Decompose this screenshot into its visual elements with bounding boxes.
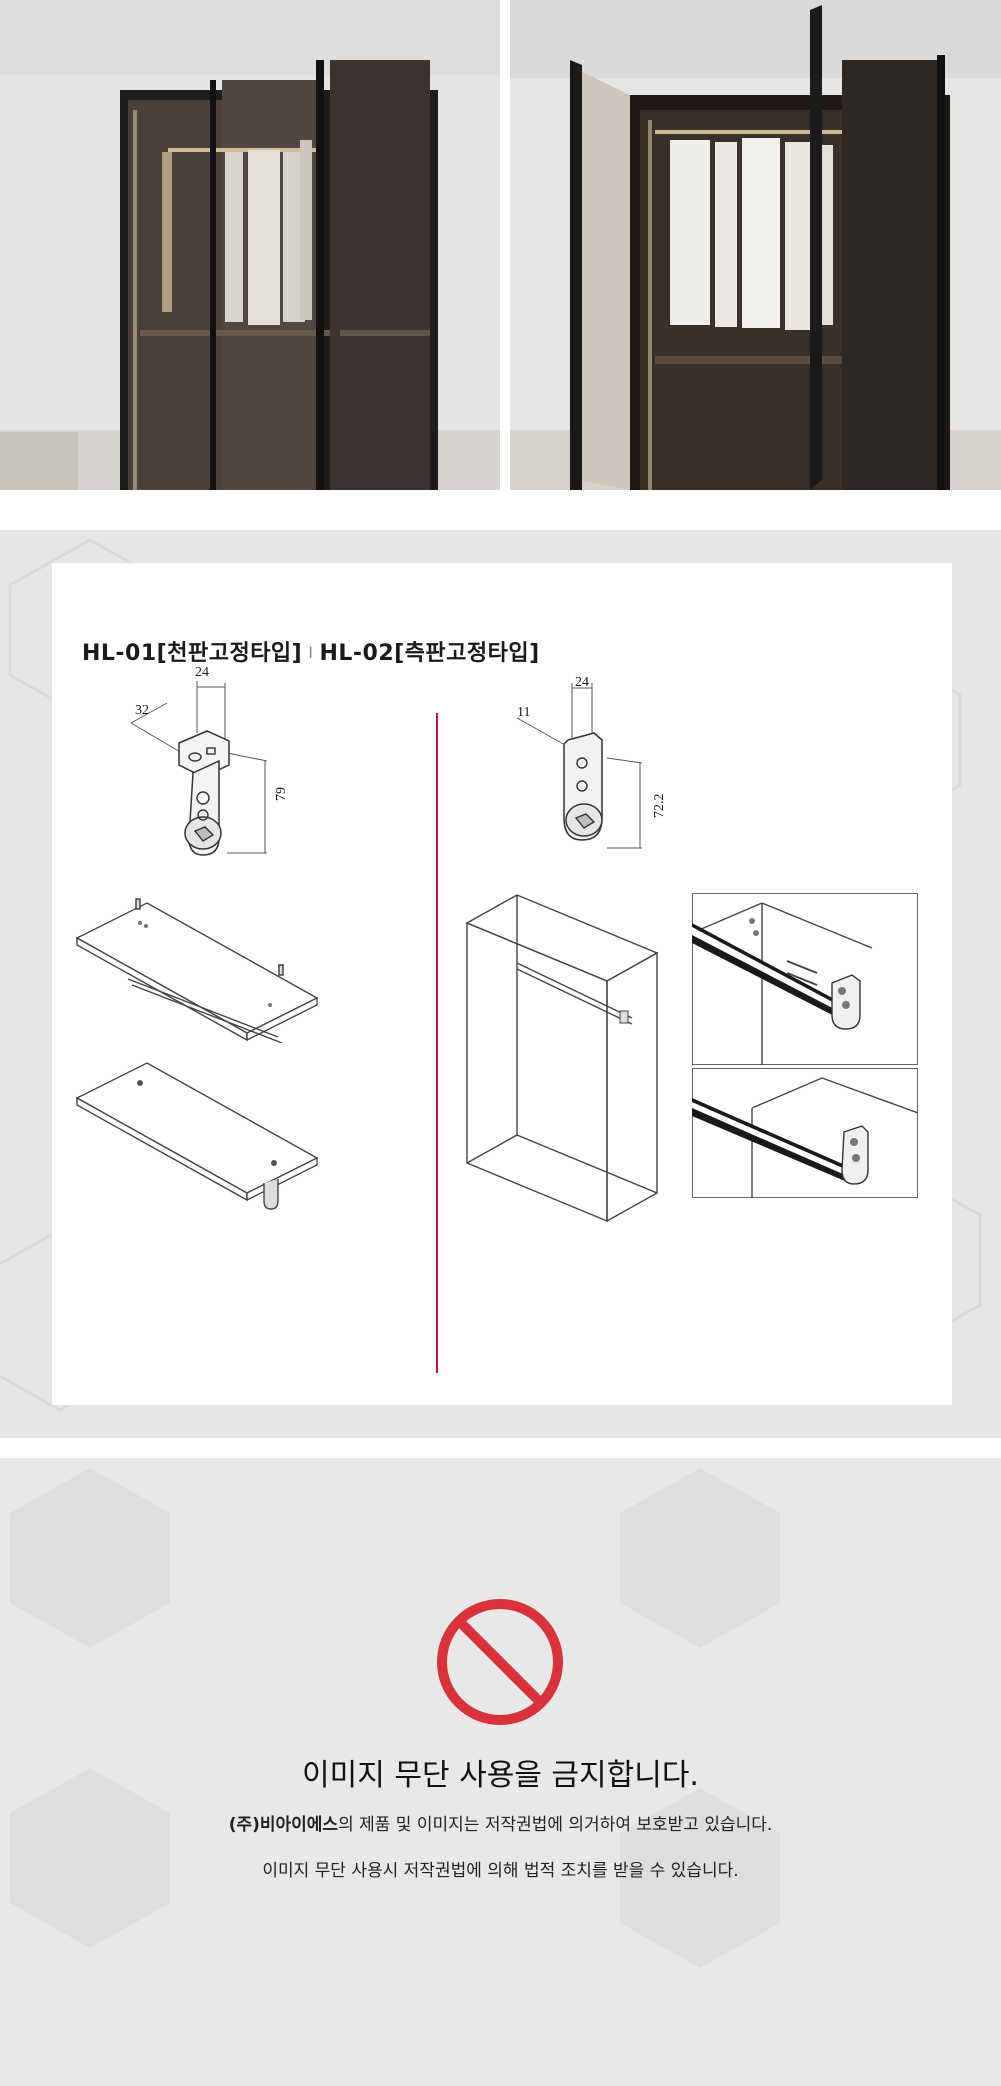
hl02-cabinet-drawing: [465, 894, 659, 1223]
prohibition-icon: [437, 1599, 563, 1725]
wardrobe-photos: [0, 0, 1001, 490]
wardrobe-open-photo: [510, 0, 1001, 490]
spec-card: HL-01[천판고정타입] I HL-02[측판고정타입]: [52, 563, 952, 1405]
hl02-detail-1: [692, 893, 918, 1065]
hl02-detail-2: [692, 1068, 918, 1198]
hl01-assembly-top-panel: [75, 898, 319, 1043]
company-name: (주)비아이에스: [228, 1815, 339, 1835]
title-separator: I: [308, 643, 314, 662]
red-divider: [436, 713, 438, 1373]
copyright-line-1-text: 의 제품 및 이미지는 저작권법에 의거하여 보호받고 있습니다.: [338, 1815, 773, 1835]
hl02-bracket-drawing: [516, 683, 643, 849]
bis-watermark: [10, 1468, 780, 1968]
hl01-title: HL-01[천판고정타입]: [82, 641, 303, 666]
hl02-title: HL-02[측판고정타입]: [319, 641, 540, 666]
hl01-assembly-bottom-panel: [75, 1062, 319, 1210]
hl01-dim-height: 79: [274, 787, 289, 801]
product-spec-section: HL-01[천판고정타입] I HL-02[측판고정타입]: [0, 530, 1001, 1438]
spec-title: HL-01[천판고정타입] I HL-02[측판고정타입]: [82, 635, 540, 667]
copyright-line-1: (주)비아이에스의 제품 및 이미지는 저작권법에 의거하여 보호받고 있습니다…: [0, 1810, 1001, 1835]
copyright-notice-section: 이미지 무단 사용을 금지합니다. (주)비아이에스의 제품 및 이미지는 저작…: [0, 1458, 1001, 2086]
hl02-dim-depth: 11: [517, 705, 531, 720]
hl01-dim-width: 24: [195, 665, 209, 680]
copyright-line-2: 이미지 무단 사용시 저작권법에 의해 법적 조치를 받을 수 있습니다.: [262, 1861, 739, 1881]
hl01-bracket-drawing: [130, 681, 268, 856]
hl02-dim-width: 24: [575, 675, 589, 690]
copyright-heading: 이미지 무단 사용을 금지합니다.: [302, 1758, 699, 1793]
hl02-dim-height: 72.2: [652, 793, 667, 819]
wardrobe-closed-photo: [0, 0, 500, 490]
hl01-dim-depth: 32: [135, 703, 149, 718]
